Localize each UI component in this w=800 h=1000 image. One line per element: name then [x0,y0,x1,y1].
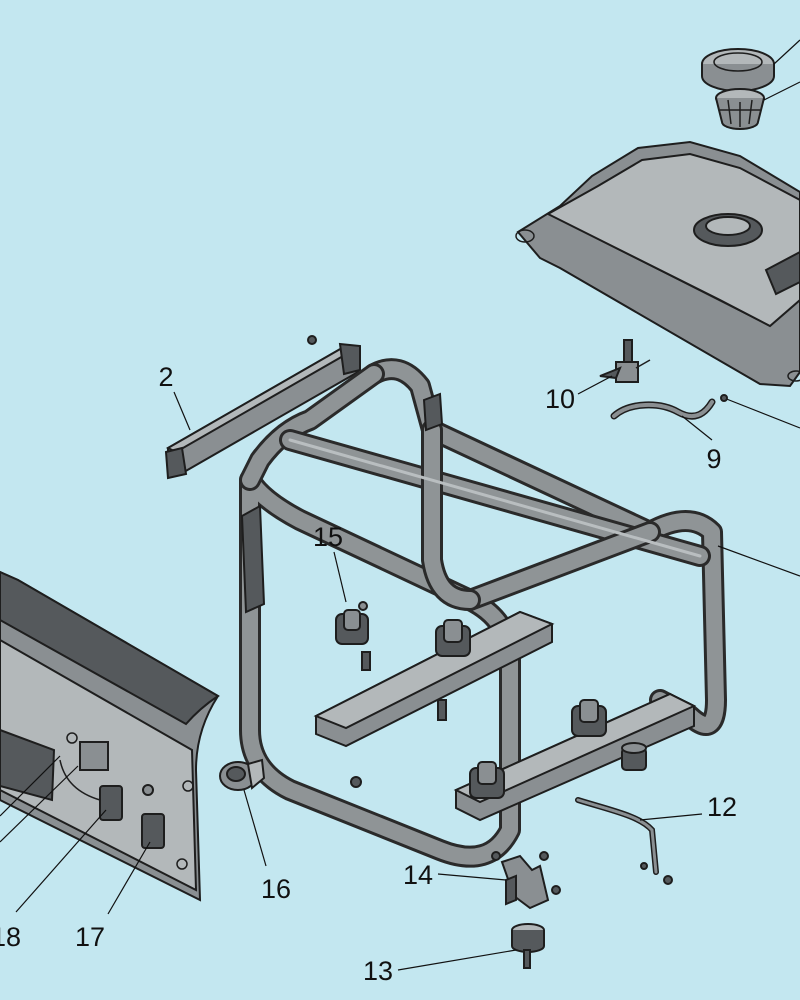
fuel-strainer [715,88,765,130]
callout-16: 16 [261,874,291,904]
callout-18: 18 [0,922,21,952]
callout-9: 9 [706,444,721,474]
callout-10: 10 [545,384,575,414]
rubber-grommet [219,758,266,791]
leader-tank-screw [723,397,800,429]
leader-left-b [0,755,61,817]
callout-2: 2 [158,362,173,392]
fuel-tank [515,140,800,388]
ground-wire [575,797,673,885]
leader-16 [243,789,267,867]
leader-18 [15,809,107,913]
mount-bolt [437,699,447,721]
callout-14: 14 [403,860,433,890]
leader-strainer [763,81,800,101]
leader-14 [437,873,507,881]
leader-15 [333,551,347,603]
fuel-line [610,398,716,420]
callout-13: 13 [363,956,393,986]
leader-12 [639,813,703,821]
frame-foot [621,742,647,771]
fuel-valve [599,339,651,383]
leader-2 [173,391,191,431]
leader-17 [107,841,151,915]
fuel-cap [701,48,775,92]
callout-12: 12 [707,792,737,822]
foot-bracket [491,851,561,910]
frame-top-bracket [422,392,444,432]
control-panel [0,570,220,902]
callout-15: 15 [313,522,343,552]
engine-mount-a [435,619,471,657]
leader-10 [577,375,613,395]
rubber-foot [511,923,545,969]
leader-frame [717,545,800,577]
tank-screw [720,394,728,402]
leader-left-a [0,765,79,843]
engine-mount-c [469,761,505,799]
leader-fuel-cap [773,39,800,65]
mount-nut [350,776,362,788]
engine-mount-b [571,699,607,737]
base-rails [313,610,697,822]
callout-17: 17 [75,922,105,952]
leader-13 [397,949,517,971]
frame-side-bracket [240,504,266,614]
engine-mount-15 [335,601,371,671]
leader-9 [681,415,713,441]
main-frame [239,358,727,868]
